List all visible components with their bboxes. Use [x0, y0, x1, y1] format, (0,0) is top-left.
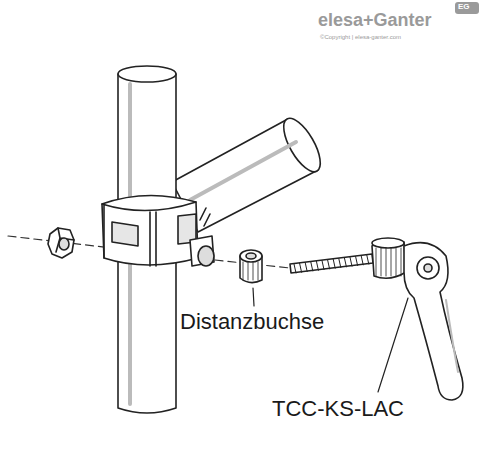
- knurl-stroke: [381, 248, 382, 276]
- logo-badge: [455, 2, 479, 14]
- threaded-screw: [290, 254, 373, 273]
- cam-lever: [372, 238, 463, 400]
- thread-stroke: [367, 255, 369, 264]
- knurl-stroke: [376, 248, 377, 276]
- knurl-stroke: [253, 262, 254, 280]
- thread-stroke: [350, 257, 352, 266]
- part-name: Distanzbuchse: [180, 310, 324, 334]
- thread-stroke: [328, 260, 330, 269]
- logo-text: elesa+Ganter: [318, 11, 432, 31]
- knurl-stroke: [401, 248, 402, 276]
- thread-stroke: [333, 259, 335, 268]
- part-name: TCC-KS-LAC: [272, 397, 404, 421]
- thread-stroke: [356, 257, 358, 266]
- thread-stroke: [316, 261, 318, 270]
- copyright-note: ©Copyright | elesa-ganter.com: [320, 34, 401, 41]
- knurl-stroke: [243, 262, 244, 280]
- knurl-stroke: [396, 248, 397, 276]
- thread-stroke: [311, 262, 313, 271]
- thread-stroke: [344, 258, 346, 267]
- hex-nut: [48, 228, 74, 258]
- spacer-bush: [240, 250, 262, 283]
- knurl-stroke: [386, 248, 387, 276]
- clamp: [102, 195, 214, 266]
- knurl-stroke: [248, 262, 249, 280]
- knurl-stroke: [391, 248, 392, 276]
- thread-stroke: [322, 261, 324, 270]
- thread-stroke: [294, 264, 296, 273]
- thread-stroke: [339, 259, 341, 268]
- thread-stroke: [305, 263, 307, 272]
- thread-stroke: [300, 263, 302, 272]
- logo-badge-text: EG: [458, 3, 470, 12]
- thread-stroke: [361, 256, 363, 265]
- leader-line: [378, 298, 408, 392]
- knurl-stroke: [258, 262, 259, 280]
- leader-line: [253, 288, 254, 306]
